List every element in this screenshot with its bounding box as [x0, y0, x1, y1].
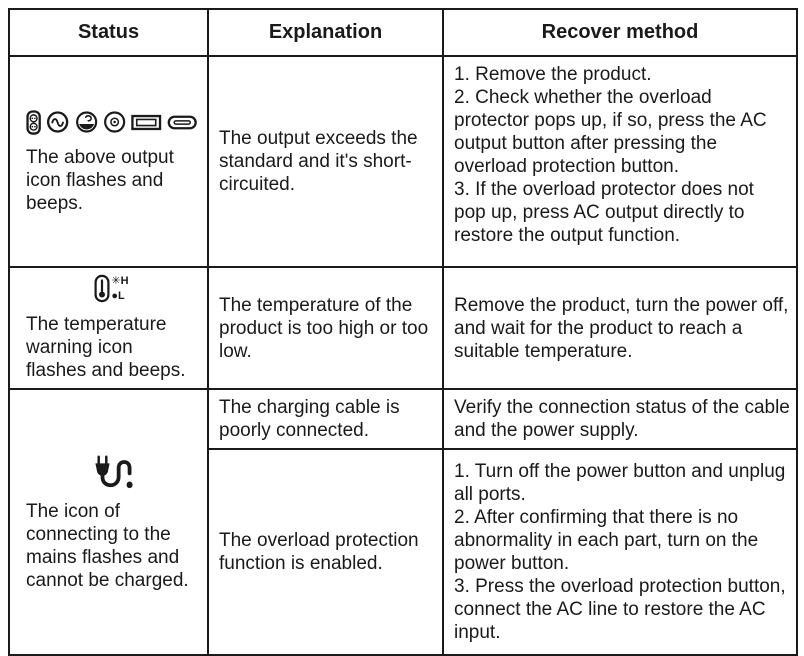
- recover-mains-cable: Verify the connection status of the cabl…: [442, 388, 798, 450]
- temperature-warning-icon: ✳H ●L: [26, 274, 197, 303]
- temperature-high-label: ✳H: [111, 274, 129, 287]
- header-row: Status Explanation Recover method: [8, 8, 798, 57]
- temperature-low-label: ●L: [111, 289, 125, 302]
- car-lighter-icon: [75, 111, 97, 133]
- row-mains-sub1: The icon of connecting to the mains flas…: [8, 388, 798, 656]
- recover-temperature: Remove the product, turn the power off, …: [442, 266, 798, 390]
- status-text-output: The above output icon flashes and beeps.: [26, 146, 174, 214]
- thermometer-icon: [94, 274, 110, 303]
- row-output: The above output icon flashes and beeps.…: [8, 55, 798, 268]
- temperature-labels: ✳H ●L: [111, 274, 129, 302]
- explanation-temperature: The temperature of the product is too hi…: [207, 266, 444, 390]
- ac-socket-icon: [26, 109, 41, 135]
- row-mains-sub2: The overload protection function is enab…: [9, 448, 798, 656]
- mains-plug-icon: [94, 455, 133, 489]
- explanation-output: The output exceeds the standard and it's…: [207, 55, 444, 268]
- recover-output: 1. Remove the product. 2. Check whether …: [442, 55, 798, 268]
- col-header-status: Status: [8, 8, 209, 57]
- row-temperature: ✳H ●L The temperature warning icon flash…: [8, 266, 798, 390]
- explanation-mains-overload: The overload protection function is enab…: [207, 448, 444, 656]
- ac-wave-icon: [47, 111, 69, 133]
- status-cell-temperature: ✳H ●L The temperature warning icon flash…: [8, 266, 209, 390]
- col-header-explanation: Explanation: [207, 8, 444, 57]
- status-cell-output: The above output icon flashes and beeps.: [8, 55, 209, 268]
- col-header-recover: Recover method: [442, 8, 798, 57]
- dc-port-icon: [103, 111, 126, 133]
- status-text-mains: The icon of connecting to the mains flas…: [26, 501, 189, 591]
- troubleshooting-table: Status Explanation Recover method: [8, 8, 798, 656]
- usb-a-icon: [131, 114, 162, 130]
- status-cell-mains: The icon of connecting to the mains flas…: [8, 388, 209, 656]
- mains-icon-wrap: [26, 452, 197, 490]
- explanation-mains-cable: The charging cable is poorly connected.: [207, 388, 444, 450]
- recover-mains-overload: 1. Turn off the power button and unplug …: [442, 448, 798, 656]
- status-text-temperature: The temperature warning icon flashes and…: [26, 314, 186, 381]
- output-icons: [26, 109, 197, 136]
- usb-c-icon: [167, 115, 197, 129]
